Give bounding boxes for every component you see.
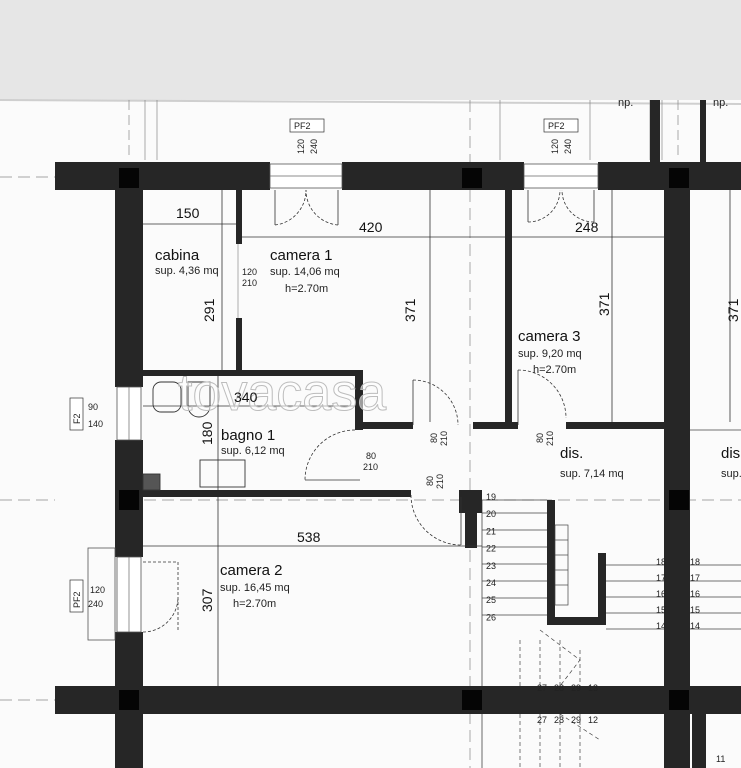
stair-step-number: 29	[571, 683, 581, 693]
camera2-name: camera 2	[220, 562, 283, 579]
camera1-area: sup. 14,06 mq	[270, 266, 340, 278]
pf2-tag-top-left: PF2	[294, 121, 311, 131]
camera1-name: camera 1	[270, 247, 333, 264]
walls	[55, 100, 741, 768]
pf2-top-left-w: 120	[296, 139, 306, 154]
corner-number: 11	[716, 754, 725, 764]
bagno1-name: bagno 1	[221, 427, 275, 444]
dim-420: 420	[359, 219, 383, 235]
cabina-name: cabina	[155, 247, 200, 264]
stair-step-number: 21	[486, 526, 496, 536]
camera2-height: h=2.70m	[233, 598, 276, 610]
f2-left-h: 140	[88, 419, 103, 429]
stair-step-number: 24	[486, 578, 496, 588]
door-cabina-w: 120	[242, 267, 257, 277]
wc-fixture	[152, 381, 182, 413]
dim-248: 248	[575, 219, 599, 235]
stair-step-number: 22	[486, 544, 496, 554]
dim-180: 180	[199, 421, 215, 445]
pf2-top-right-h: 240	[563, 139, 573, 154]
door-swings	[142, 189, 595, 633]
stair-step-number: 27	[537, 715, 547, 725]
pf2-left-w: 120	[90, 585, 105, 595]
stair-step-number: 15	[656, 605, 666, 615]
dis-right-name: dis	[721, 445, 740, 462]
door-labels: 120 210 80 210 80 210 80 210 80 210	[242, 267, 555, 489]
dis-area: sup. 7,14 mq	[560, 468, 624, 480]
stair-step-number: 28	[554, 683, 564, 693]
dim-538: 538	[297, 529, 321, 545]
stair-step-numbers: 19 20 21 22 23 24 25 26 18 17 16 15 14 18 17 16 15 14 27 28…	[486, 492, 700, 725]
pf2-tag-left: PF2	[72, 591, 82, 608]
cabina-area: sup. 4,36 mq	[155, 265, 219, 277]
dim-291: 291	[201, 298, 217, 322]
room-labels: cabina sup. 4,36 mq camera 1 sup. 14,06 …	[155, 247, 741, 610]
stair-step-number: 28	[554, 715, 564, 725]
camera3-area: sup. 9,20 mq	[518, 348, 582, 360]
dimension-lines	[143, 190, 731, 686]
dim-307: 307	[199, 588, 215, 612]
dim-150: 150	[176, 205, 200, 221]
staircase	[482, 499, 741, 768]
sink-fixture	[199, 459, 246, 488]
stair-step-number: 18	[690, 557, 700, 567]
stair-step-number: 19	[486, 492, 496, 502]
stair-step-number: 17	[690, 573, 700, 583]
stair-step-number: 29	[571, 715, 581, 725]
stair-step-number: 20	[486, 509, 496, 519]
stair-step-number: 14	[656, 621, 666, 631]
dis-name: dis.	[560, 445, 583, 462]
top-shadow-band	[0, 0, 741, 100]
camera2-area: sup. 16,45 mq	[220, 582, 290, 594]
watermark: tovacasa	[178, 364, 386, 422]
stair-step-number: 16	[656, 589, 666, 599]
stair-step-number: 25	[486, 595, 496, 605]
stair-step-number: 27	[537, 683, 547, 693]
door-bagno-h: 210	[363, 462, 378, 472]
stair-step-number: 17	[656, 573, 666, 583]
stair-step-number: 26	[486, 612, 496, 622]
window-panes	[128, 175, 598, 632]
stair-step-number: 16	[690, 589, 700, 599]
door-dis2-h: 210	[545, 431, 555, 446]
camera3-height: h=2.70m	[533, 364, 576, 376]
dim-340: 340	[234, 389, 258, 405]
door-cabina-h: 210	[242, 278, 257, 288]
f2-tag-left: F2	[72, 413, 82, 424]
window-tags: PF2 120 240 PF2 120 240 F2 90 140 PF2 12…	[69, 118, 579, 613]
door-dis1-w: 80	[429, 433, 439, 443]
bathroom-fixtures	[142, 381, 246, 491]
door-camera2-w: 80	[425, 476, 435, 486]
camera1-height: h=2.70m	[285, 283, 328, 295]
door-dis1-h: 210	[439, 431, 449, 446]
stair-step-number: 23	[486, 561, 496, 571]
np-label-b: np.	[713, 97, 728, 109]
np-label-a: np.	[618, 97, 633, 109]
camera3-name: camera 3	[518, 328, 581, 345]
door-bagno-w: 80	[366, 451, 376, 461]
dimension-labels: 150 420 248 291 371 371 371 340 180 538 …	[176, 205, 741, 612]
dim-371-c: 371	[725, 298, 741, 322]
stair-step-number: 18	[656, 557, 666, 567]
paper-edge	[0, 99, 741, 105]
shower-drain	[142, 473, 161, 491]
door-camera2-h: 210	[435, 474, 445, 489]
door-dis2-w: 80	[535, 433, 545, 443]
stair-step-number: 15	[690, 605, 700, 615]
pf2-left-h: 240	[88, 599, 103, 609]
pf2-top-right-w: 120	[550, 139, 560, 154]
dis-right-area: sup.	[721, 468, 741, 480]
stair-step-number: 14	[690, 621, 700, 631]
pf2-tag-top-right: PF2	[548, 121, 565, 131]
bagno1-area: sup. 6,12 mq	[221, 445, 285, 457]
columns	[119, 168, 689, 710]
stair-handrail	[554, 524, 569, 606]
dim-371-b: 371	[596, 292, 612, 316]
f2-left-w: 90	[88, 402, 98, 412]
stair-step-number: 12	[588, 715, 598, 725]
pf2-top-left-h: 240	[309, 139, 319, 154]
stair-step-number: 13	[588, 683, 598, 693]
dim-371-a: 371	[402, 298, 418, 322]
